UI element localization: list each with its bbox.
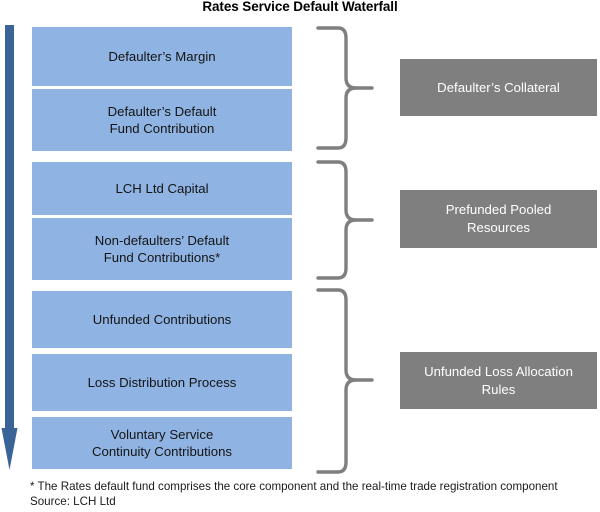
page-title: Rates Service Default Waterfall [202, 0, 398, 14]
step-line: Defaulter’s Default [107, 104, 217, 119]
downward-waterfall-arrow-icon [1, 25, 18, 470]
resource-group-box[interactable]: Defaulter’s Collateral [400, 59, 597, 116]
waterfall-step-box[interactable]: LCH Ltd Capital [32, 162, 292, 215]
resource-group-box[interactable]: Prefunded Pooled Resources [400, 190, 597, 248]
group-line: Prefunded Pooled [445, 202, 552, 217]
step-line: Fund Contribution [109, 121, 215, 136]
resource-group-box[interactable]: Unfunded Loss Allocation Rules [400, 352, 597, 409]
group-brace-icon [316, 26, 374, 150]
group-brace-icon [316, 160, 374, 280]
group-line: Unfunded Loss Allocation [424, 363, 573, 379]
waterfall-step-box[interactable]: Loss Distribution Process [32, 354, 292, 411]
group-line: Rules [481, 381, 516, 397]
group-line: Resources [466, 220, 531, 235]
step-line: Voluntary Service [110, 427, 214, 442]
step-line: Loss Distribution Process [87, 375, 237, 390]
step-line: Continuity Contributions [91, 444, 232, 459]
step-line: Non-defaulters’ Default [94, 233, 230, 248]
group-brace-icon [316, 288, 374, 474]
waterfall-step-box[interactable]: Unfunded Contributions [32, 291, 292, 348]
step-line: LCH Ltd Capital [115, 181, 209, 196]
step-line: Unfunded Contributions [92, 312, 232, 327]
waterfall-step-box[interactable]: Defaulter’s Default Fund Contribution [32, 89, 292, 151]
group-line: Defaulter’s Collateral [437, 79, 560, 95]
footnote-source: Source: LCH Ltd [30, 495, 116, 508]
waterfall-step-box[interactable]: Non-defaulters’ Default Fund Contributio… [32, 218, 292, 280]
step-line: Defaulter’s Margin [108, 49, 216, 64]
step-line: Fund Contributions* [103, 250, 221, 265]
footnote-note: * The Rates default fund comprises the c… [30, 480, 558, 493]
waterfall-step-box[interactable]: Voluntary Service Continuity Contributio… [32, 417, 292, 469]
waterfall-step-box[interactable]: Defaulter’s Margin [32, 27, 292, 86]
